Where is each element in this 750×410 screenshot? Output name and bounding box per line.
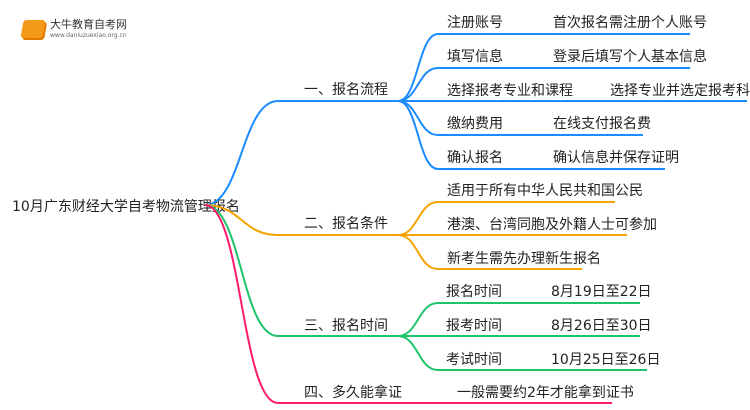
child-label: 新考生需先办理新生报名: [447, 251, 601, 267]
child-label: 填写信息: [447, 48, 503, 65]
branch-label: 二、报名条件: [304, 215, 388, 232]
root-node: 10月广东财经大学自考物流管理报名: [12, 199, 240, 215]
logo-title: 大牛教育自考网: [50, 18, 127, 31]
child-label: 考试时间: [446, 352, 502, 368]
child-value: 在线支付报名费: [553, 116, 651, 132]
child-label: 选择报考专业和课程: [447, 83, 573, 99]
child-label: 确认报名: [447, 150, 503, 166]
child-connector: [397, 335, 647, 371]
child-connector: [397, 100, 665, 170]
child-label: 港澳、台湾同胞及外籍人士可参加: [447, 216, 657, 233]
branch-label: 三、报名时间: [304, 318, 388, 334]
branch-connector: [204, 204, 612, 404]
child-value: 8月26日至30日: [551, 318, 652, 334]
child-value: 确认信息并保存证明: [553, 149, 679, 166]
child-label: 注册账号: [447, 15, 503, 31]
branch-label: 四、多久能拿证: [304, 384, 402, 401]
site-logo: 大牛教育自考网 www.daniuzuexiao.org.cn: [20, 18, 127, 40]
child-value: 登录后填写个人基本信息: [553, 48, 707, 65]
branch-connector: [204, 204, 400, 337]
child-connector: [397, 201, 615, 236]
child-connector: [397, 33, 690, 102]
child-value: 10月25日至26日: [551, 352, 660, 368]
branch-label: 一、报名流程: [304, 82, 388, 98]
logo-url: www.daniuzuexiao.org.cn: [50, 32, 127, 39]
child-label: 缴纳费用: [447, 116, 503, 132]
child-connector: [397, 234, 582, 270]
child-label: 一般需要约2年才能拿到证书: [457, 384, 634, 401]
child-label: 报名时间: [446, 284, 502, 300]
branch-connector: [204, 100, 400, 206]
child-value: 8月19日至22日: [551, 284, 652, 300]
branch-connector: [204, 204, 400, 236]
child-connector: [397, 67, 690, 102]
child-connector: [397, 302, 640, 337]
child-label: 适用于所有中华人民共和国公民: [447, 183, 643, 199]
child-value: 选择专业并选定报考科目: [610, 83, 750, 99]
child-label: 报考时间: [446, 318, 502, 334]
child-value: 首次报名需注册个人账号: [553, 15, 707, 31]
